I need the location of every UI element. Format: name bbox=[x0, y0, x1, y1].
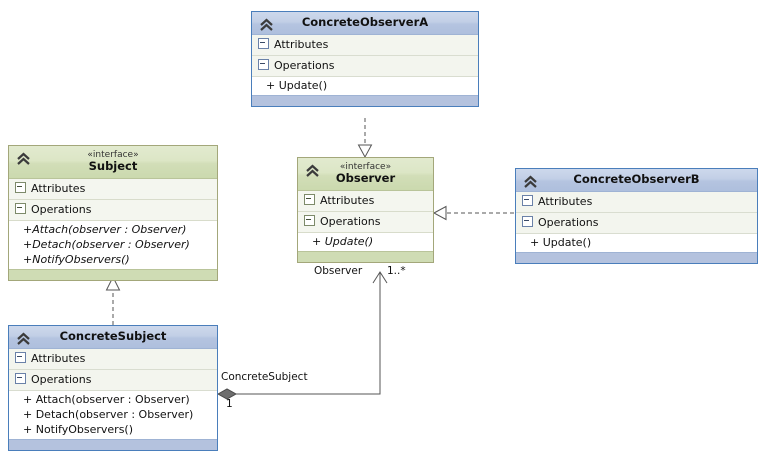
collapse-minus-icon[interactable] bbox=[304, 194, 315, 205]
compartment-attributes-observer[interactable]: Attributes bbox=[298, 191, 433, 212]
class-name-subject: Subject bbox=[88, 159, 138, 173]
operations-label: Operations bbox=[538, 216, 599, 229]
operations-list-concreteobserverb: + Update() bbox=[516, 234, 757, 252]
collapse-minus-icon[interactable] bbox=[304, 215, 315, 226]
compartment-operations-concreteobservera[interactable]: Operations bbox=[252, 56, 478, 77]
edge-label-concretesubject-role: ConcreteSubject bbox=[221, 371, 308, 383]
class-footer-observer bbox=[298, 251, 433, 262]
class-chevron-icon bbox=[17, 152, 30, 165]
attributes-label: Attributes bbox=[31, 352, 86, 365]
compartment-attributes-subject[interactable]: Attributes bbox=[9, 179, 217, 200]
class-chevron-icon bbox=[524, 175, 537, 188]
compartment-attributes-concretesubject[interactable]: Attributes bbox=[9, 349, 217, 370]
class-box-concreteobservera[interactable]: ConcreteObserverA Attributes Operations … bbox=[251, 11, 479, 107]
operation-item: + Attach(observer : Observer) bbox=[23, 393, 190, 406]
class-box-concreteobserverb[interactable]: ConcreteObserverB Attributes Operations … bbox=[515, 168, 758, 264]
class-stereotype-observer: «interface» bbox=[339, 162, 392, 172]
operation-item: +Detach(observer : Observer) bbox=[23, 238, 190, 251]
operation-item: + NotifyObservers() bbox=[23, 423, 134, 436]
connector-concreteobserverb-realizes-observer bbox=[432, 205, 514, 221]
class-chevron-icon bbox=[17, 332, 30, 345]
operations-list-concretesubject: + Attach(observer : Observer) + Detach(o… bbox=[9, 391, 217, 439]
class-header-subject: «interface» Subject bbox=[9, 146, 217, 179]
class-box-observer[interactable]: «interface» Observer Attributes Operatio… bbox=[297, 157, 434, 263]
class-header-concreteobserverb: ConcreteObserverB bbox=[516, 169, 757, 192]
collapse-minus-icon[interactable] bbox=[522, 195, 533, 206]
class-header-concretesubject: ConcreteSubject bbox=[9, 326, 217, 349]
compartment-attributes-concreteobserverb[interactable]: Attributes bbox=[516, 192, 757, 213]
edge-label-observer-multiplicity: 1..* bbox=[387, 265, 406, 277]
operations-list-concreteobservera: + Update() bbox=[252, 77, 478, 95]
class-name-concreteobserverb: ConcreteObserverB bbox=[573, 172, 700, 186]
operations-label: Operations bbox=[274, 59, 335, 72]
operations-list-subject: +Attach(observer : Observer) +Detach(obs… bbox=[9, 221, 217, 269]
collapse-minus-icon[interactable] bbox=[258, 38, 269, 49]
operations-label: Operations bbox=[320, 215, 381, 228]
collapse-minus-icon[interactable] bbox=[15, 373, 26, 384]
operations-list-observer: + Update() bbox=[298, 233, 433, 251]
operation-item: + Update() bbox=[312, 235, 374, 248]
class-box-subject[interactable]: «interface» Subject Attributes Operation… bbox=[8, 145, 218, 281]
class-footer-concreteobservera bbox=[252, 95, 478, 106]
attributes-label: Attributes bbox=[31, 182, 86, 195]
class-box-concretesubject[interactable]: ConcreteSubject Attributes Operations + … bbox=[8, 325, 218, 451]
operation-item: + Update() bbox=[530, 236, 592, 249]
class-header-concreteobservera: ConcreteObserverA bbox=[252, 12, 478, 35]
compartment-attributes-concreteobservera[interactable]: Attributes bbox=[252, 35, 478, 56]
compartment-operations-concretesubject[interactable]: Operations bbox=[9, 370, 217, 391]
connector-concretesubject-realizes-subject bbox=[105, 275, 121, 325]
attributes-label: Attributes bbox=[538, 195, 593, 208]
attributes-label: Attributes bbox=[274, 38, 329, 51]
operation-item: +Attach(observer : Observer) bbox=[23, 223, 187, 236]
class-name-observer: Observer bbox=[335, 171, 396, 185]
operations-label: Operations bbox=[31, 203, 92, 216]
class-chevron-icon bbox=[306, 164, 319, 177]
collapse-minus-icon[interactable] bbox=[258, 59, 269, 70]
compartment-operations-subject[interactable]: Operations bbox=[9, 200, 217, 221]
operation-item: +NotifyObservers() bbox=[23, 253, 130, 266]
class-chevron-icon bbox=[260, 18, 273, 31]
operation-item: + Detach(observer : Observer) bbox=[23, 408, 194, 421]
collapse-minus-icon[interactable] bbox=[522, 216, 533, 227]
operation-item: + Update() bbox=[266, 79, 328, 92]
operations-label: Operations bbox=[31, 373, 92, 386]
class-footer-subject bbox=[9, 269, 217, 280]
collapse-minus-icon[interactable] bbox=[15, 182, 26, 193]
class-name-concreteobservera: ConcreteObserverA bbox=[301, 15, 429, 29]
class-header-observer: «interface» Observer bbox=[298, 158, 433, 191]
attributes-label: Attributes bbox=[320, 194, 375, 207]
class-name-concretesubject: ConcreteSubject bbox=[59, 329, 167, 343]
edge-label-concretesubject-multiplicity: 1 bbox=[226, 398, 233, 410]
edge-label-observer-role: Observer bbox=[314, 265, 363, 277]
class-footer-concretesubject bbox=[9, 439, 217, 450]
class-stereotype-subject: «interface» bbox=[87, 150, 139, 160]
compartment-operations-observer[interactable]: Operations bbox=[298, 212, 433, 233]
collapse-minus-icon[interactable] bbox=[15, 352, 26, 363]
class-footer-concreteobserverb bbox=[516, 252, 757, 263]
connector-concreteobservera-realizes-observer bbox=[357, 118, 373, 159]
compartment-operations-concreteobserverb[interactable]: Operations bbox=[516, 213, 757, 234]
collapse-minus-icon[interactable] bbox=[15, 203, 26, 214]
